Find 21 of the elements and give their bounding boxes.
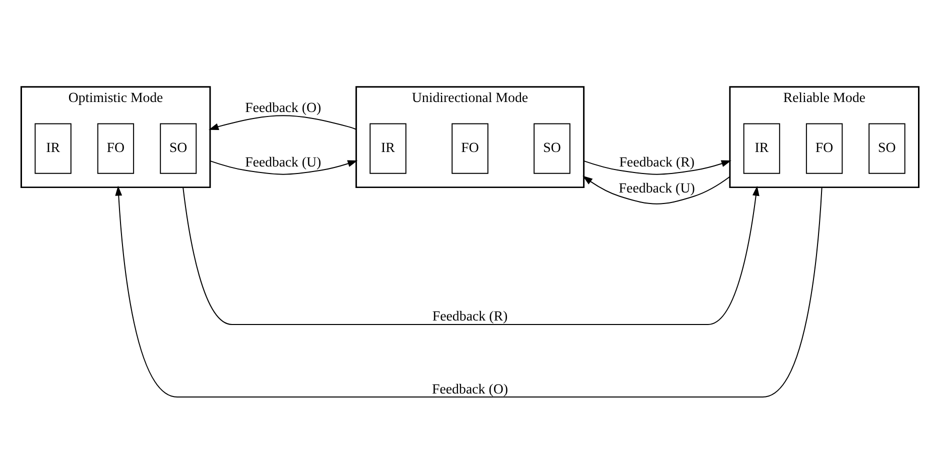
- arrow: [582, 176, 730, 204]
- arrow: [208, 115, 357, 130]
- edge-label: Feedback (O): [432, 382, 508, 398]
- node-box: IR: [743, 123, 780, 174]
- arrow: [210, 160, 358, 175]
- node-box: SO: [868, 123, 906, 174]
- node-box: IR: [34, 123, 72, 174]
- node-box: SO: [160, 123, 197, 174]
- edge-label: Feedback (U): [245, 156, 322, 171]
- arrow: [182, 186, 760, 325]
- node-box: SO: [534, 123, 570, 174]
- edge-label: Feedback (R): [432, 310, 508, 325]
- arrow: [583, 160, 732, 175]
- node-box: FO: [806, 123, 843, 174]
- arrow: [115, 186, 822, 398]
- edge-label: Feedback (U): [618, 181, 695, 196]
- edge-label: Feedback (R): [619, 156, 694, 171]
- node-box: FO: [97, 123, 134, 174]
- node-box: FO: [452, 123, 488, 174]
- node-box: IR: [370, 123, 406, 174]
- edge-label: Feedback (O): [245, 100, 322, 116]
